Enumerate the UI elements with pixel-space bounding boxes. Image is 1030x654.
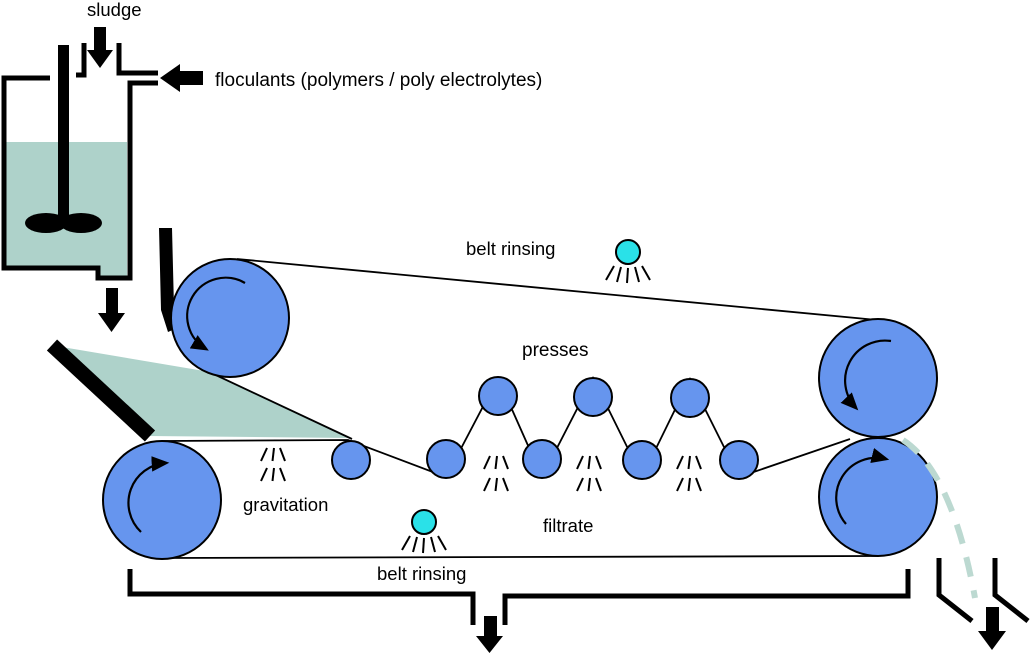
filtrate-drain-arrow <box>476 616 503 653</box>
tank-outlet-arrow <box>98 288 125 332</box>
cake-discharge-dashed <box>901 437 978 599</box>
rotation-arrow-icon <box>127 456 170 533</box>
rotation-arrow-icon <box>840 339 892 411</box>
label-floculants: floculants (polymers / poly electrolytes… <box>215 70 542 91</box>
drip-lines-icon <box>260 467 286 482</box>
belt-rinsing-sprinkler-top <box>605 239 651 284</box>
label-belt-rinsing-bottom: belt rinsing <box>377 563 466 584</box>
feed-chute-bar <box>159 228 186 332</box>
belt-press-weave <box>161 375 851 480</box>
label-sludge: sludge <box>87 0 142 20</box>
label-belt-rinsing-top: belt rinsing <box>466 238 555 259</box>
stirrer-icon <box>25 45 102 233</box>
press-roller-bottom-1 <box>426 439 466 479</box>
spray-lines-icon <box>401 535 447 554</box>
belt-top-run <box>236 258 878 321</box>
tank-walls <box>1 75 158 281</box>
drip-lines-icon <box>576 477 602 492</box>
press-roller-top-3 <box>670 378 710 418</box>
drip-lines-icon <box>260 447 286 462</box>
retaining-plate-bar <box>46 339 156 442</box>
label-filtrate: filtrate <box>543 515 593 536</box>
rotation-arrows <box>127 276 892 533</box>
cake-chute <box>936 558 1030 623</box>
roller-right-top <box>818 318 938 438</box>
cake-outlet-arrow <box>978 607 1006 650</box>
label-gravitation: gravitation <box>243 494 328 515</box>
press-roller-top-2 <box>573 377 613 417</box>
sludge-inlet-arrow <box>87 27 113 68</box>
mixing-tank <box>1 43 158 281</box>
belt-rinsing-sprinkler-bottom <box>401 509 447 554</box>
belt-lines <box>161 258 879 559</box>
rotation-arrow-icon <box>835 448 890 525</box>
tank-feed-funnel-left <box>76 43 87 78</box>
sprinkler-icon <box>411 509 437 535</box>
sprinkler-icon <box>615 239 641 265</box>
roller-upper-left <box>170 258 290 378</box>
belt-upper-diagonal <box>204 369 353 440</box>
press-roller-bottom-4 <box>719 440 759 480</box>
floculant-inlet-arrow <box>160 64 203 92</box>
spray-lines-icon <box>605 265 651 284</box>
floculant-inlet-pipe <box>116 43 158 76</box>
belt-bottom-run <box>161 555 879 559</box>
label-presses: presses <box>522 340 589 361</box>
press-roller-top-1 <box>478 376 518 416</box>
filtrate-trough <box>127 569 911 625</box>
rotation-arrow-icon <box>186 276 246 351</box>
drip-lines-icon <box>676 477 702 492</box>
drip-lines-icon <box>676 455 702 470</box>
roller-lower-left <box>102 440 222 560</box>
drip-lines-icon <box>483 455 509 470</box>
press-roller-bottom-3 <box>622 440 662 480</box>
drip-lines-icon <box>483 477 509 492</box>
roller-small-feed <box>331 440 371 480</box>
drip-lines-icon <box>576 455 602 470</box>
press-roller-bottom-2 <box>522 439 562 479</box>
